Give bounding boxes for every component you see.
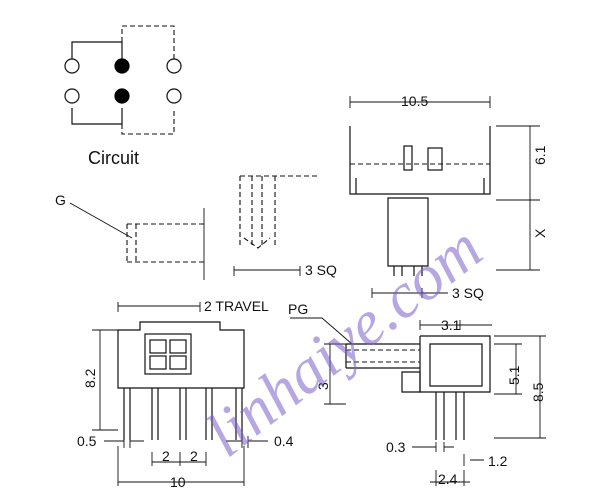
dim-3-1: 3.1 — [441, 317, 461, 333]
circuit-contact-common — [114, 58, 130, 74]
dim-2-b: 2 — [190, 448, 198, 464]
dim-0-5: 0.5 — [77, 433, 97, 449]
pg-label: PG — [288, 301, 308, 317]
dim-8-5: 8.5 — [530, 382, 546, 402]
front-view: 2 TRAVEL 8.2 0.5 2 2 0.4 10 — [77, 298, 294, 490]
dim-6-1: 6.1 — [532, 145, 548, 165]
dim-2-a: 2 — [162, 448, 170, 464]
circuit-contact-common — [114, 88, 130, 104]
dim-0-4: 0.4 — [274, 433, 294, 449]
slot-left — [403, 145, 413, 171]
side-dashed-view: G 3 SQ — [55, 175, 337, 280]
circuit-label: Circuit — [88, 148, 139, 168]
dim-2-4: 2.4 — [438, 471, 458, 487]
circuit-contact-open — [166, 88, 182, 104]
circuit-contact-open — [166, 58, 182, 74]
dim-3: 3 — [315, 382, 331, 390]
dim-10: 10 — [170, 474, 186, 490]
travel-label: 2 TRAVEL — [204, 298, 269, 314]
dim-x: X — [532, 228, 548, 238]
actuator-square — [144, 333, 192, 375]
watermark-logo: linhaiye.com — [192, 212, 495, 470]
slot-right — [427, 147, 443, 171]
dim-3sq-left: 3 SQ — [305, 262, 337, 278]
dim-3sq-right: 3 SQ — [452, 285, 484, 301]
circuit-contact-open — [64, 58, 80, 74]
circuit-diagram: Circuit — [64, 25, 182, 168]
dim-8-2: 8.2 — [82, 368, 98, 388]
dim-0-3: 0.3 — [386, 439, 406, 455]
dim-5-1: 5.1 — [506, 365, 522, 385]
dim-1-2: 1.2 — [488, 453, 508, 469]
side-view: PG 3.1 3 5.1 8.5 0.3 1.2 2.4 — [288, 301, 546, 487]
g-label: G — [55, 192, 66, 208]
circuit-contact-open — [64, 88, 80, 104]
top-view: 10.5 6.1 X 3 SQ — [349, 93, 548, 301]
dim-10-5: 10.5 — [401, 93, 428, 109]
